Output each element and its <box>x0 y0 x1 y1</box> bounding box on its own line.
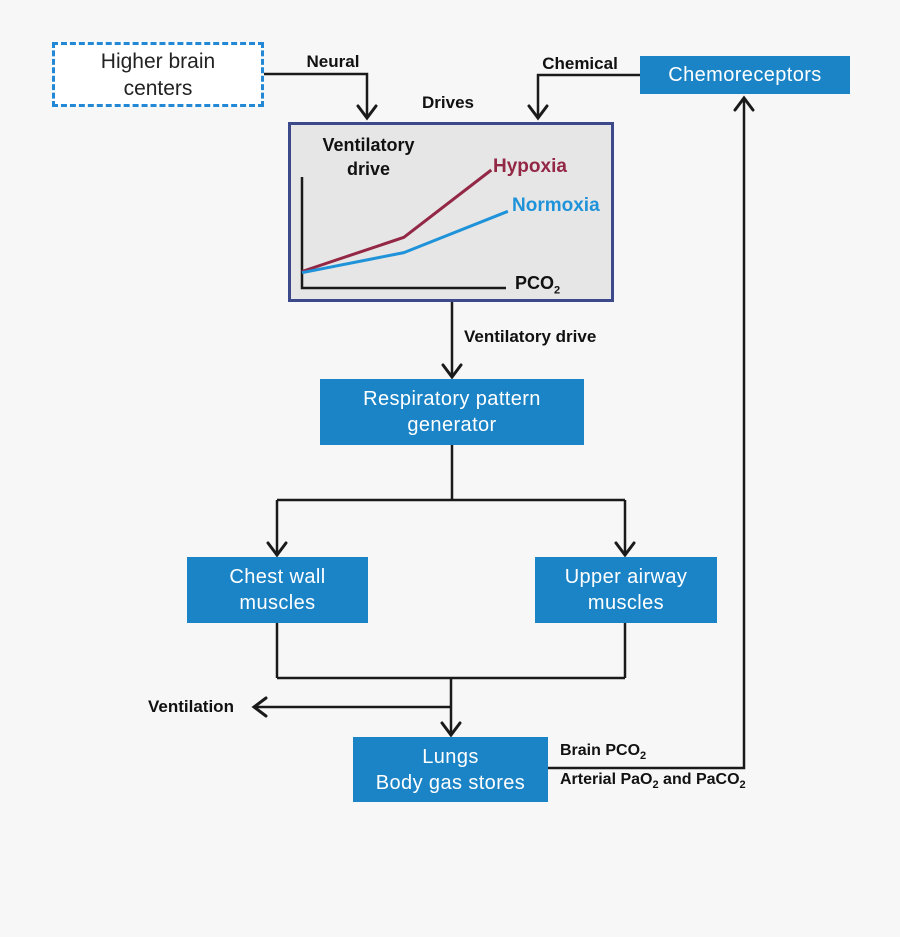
neural-connector <box>264 72 369 116</box>
node-chemoreceptors[interactable]: Chemoreceptors <box>640 56 850 94</box>
inset-plot <box>300 168 509 290</box>
axis-title-line: drive <box>346 159 391 179</box>
label-text: Brain PCO <box>560 742 641 759</box>
node-lungs-body-gas-stores[interactable]: Lungs Body gas stores <box>353 737 548 802</box>
node-label: Body gas stores <box>375 771 526 794</box>
feedback-arrowhead-up-icon <box>733 95 755 112</box>
hypoxia-line <box>301 168 493 273</box>
label-subscript: 2 <box>652 779 659 792</box>
chemical-arrowhead-down-icon <box>527 104 549 121</box>
node-higher-brain-centers[interactable]: Higher brain centers <box>52 42 264 107</box>
edge-label-neural: Neural <box>306 52 360 71</box>
edge-label-chemical: Chemical <box>542 54 618 73</box>
edge-label-drives: Drives <box>422 93 474 112</box>
node-label: Chest wall <box>229 566 326 588</box>
axis-title-line: Ventilatory <box>322 135 415 155</box>
chest-wall-arrowhead-down-icon <box>266 541 288 558</box>
chart-x-axis-label: PCO2 <box>515 273 560 297</box>
neural-arrowhead-down-icon <box>356 104 378 121</box>
node-label: centers <box>123 76 193 100</box>
node-label: Chemoreceptors <box>668 64 822 86</box>
label-subscript: 2 <box>640 750 647 763</box>
normoxia-line <box>301 209 509 275</box>
feedback-connector <box>548 100 746 770</box>
normoxia-series-label: Normoxia <box>512 195 600 216</box>
node-respiratory-pattern-generator[interactable]: Respiratory pattern generator <box>320 379 584 445</box>
label-subscript: 2 <box>739 779 746 792</box>
edge-label-ventilation: Ventilation <box>148 697 234 716</box>
label-text: PCO <box>515 273 555 293</box>
node-label: muscles <box>587 592 665 614</box>
hypoxia-series-label: Hypoxia <box>493 156 567 177</box>
edge-label-ventilatory-drive: Ventilatory drive <box>464 327 597 346</box>
chart-axes <box>300 177 506 290</box>
node-upper-airway-muscles[interactable]: Upper airway muscles <box>535 557 717 623</box>
label-text: Arterial PaO <box>560 771 653 788</box>
lungs-arrowhead-down-icon <box>440 721 462 738</box>
node-label: muscles <box>239 592 316 614</box>
node-label: Lungs <box>422 745 479 768</box>
ventilation-arrowhead-left-icon <box>251 696 268 718</box>
node-chest-wall-muscles[interactable]: Chest wall muscles <box>187 557 368 623</box>
edge-label-brain-pco2: Brain PCO2 <box>560 742 646 762</box>
ventilatory-drive-chart: Ventilatory drive Hypoxia Normoxia PCO2 <box>288 122 614 302</box>
node-label: Higher brain <box>100 49 216 73</box>
label-subscript: 2 <box>554 284 561 297</box>
node-label: Upper airway <box>564 566 688 588</box>
label-text: and PaCO <box>658 771 740 788</box>
node-label: Respiratory pattern <box>363 388 541 410</box>
edge-label-arterial-gases: Arterial PaO2 and PaCO2 <box>560 771 746 791</box>
node-label: generator <box>407 414 497 436</box>
chart-y-axis-title: Ventilatory drive <box>316 133 421 181</box>
ventilatory-drive-arrowhead-down-icon <box>441 363 463 380</box>
upper-airway-arrowhead-down-icon <box>614 541 636 558</box>
chemical-connector <box>536 73 640 116</box>
